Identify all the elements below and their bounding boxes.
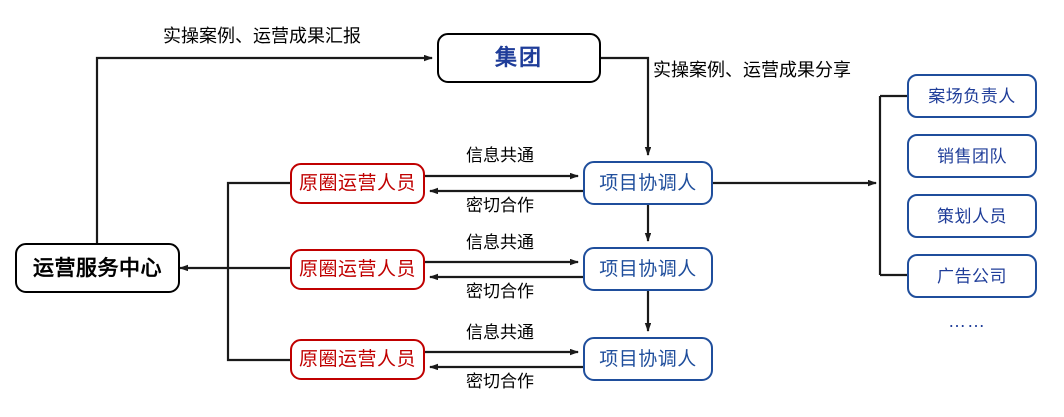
node-planning-staff[interactable]: 策划人员 <box>907 194 1037 238</box>
edge-label-info-share-3: 信息共通 <box>466 323 534 342</box>
node-ops-staff-3-label: 原圈运营人员 <box>298 349 416 370</box>
edge-label-close-coop-2: 密切合作 <box>466 282 534 301</box>
node-site-manager-label: 案场负责人 <box>928 86 1016 106</box>
edge-label-info-share-1: 信息共通 <box>466 146 534 165</box>
edge-label-share-down: 实操案例、运营成果分享 <box>653 60 851 80</box>
node-sales-team[interactable]: 销售团队 <box>907 134 1037 178</box>
edge-service-center-to-group <box>95 54 433 243</box>
node-coordinator-1[interactable]: 项目协调人 <box>583 161 713 205</box>
edge-label-close-coop-1: 密切合作 <box>466 196 534 215</box>
node-service-center[interactable]: 运营服务中心 <box>15 243 180 293</box>
node-coordinator-1-label: 项目协调人 <box>599 172 697 194</box>
node-coordinator-2-label: 项目协调人 <box>599 258 697 280</box>
node-ops-staff-3[interactable]: 原圈运营人员 <box>290 339 425 380</box>
node-group[interactable]: 集团 <box>437 33 601 83</box>
node-ops-staff-1-label: 原圈运营人员 <box>298 173 416 194</box>
node-ops-staff-2-label: 原圈运营人员 <box>298 259 416 280</box>
edge-group-to-coordinator-1 <box>601 56 652 156</box>
node-site-manager[interactable]: 案场负责人 <box>907 74 1037 118</box>
node-coordinator-3-label: 项目协调人 <box>599 348 697 370</box>
node-ad-agency-label: 广告公司 <box>937 266 1007 286</box>
edge-label-info-share-2: 信息共通 <box>466 233 534 252</box>
leaf-list-ellipsis: …… <box>948 311 986 331</box>
node-ad-agency[interactable]: 广告公司 <box>907 254 1037 298</box>
node-coordinator-3[interactable]: 项目协调人 <box>583 337 713 381</box>
node-service-center-label: 运营服务中心 <box>33 256 162 280</box>
node-ops-staff-2[interactable]: 原圈运营人员 <box>290 249 425 290</box>
edge-label-report-up: 实操案例、运营成果汇报 <box>163 26 361 46</box>
edge-coordinator-1-to-leaf-bracket <box>713 94 907 277</box>
node-sales-team-label: 销售团队 <box>937 146 1007 166</box>
edge-ops-bracket-to-service-center <box>179 181 290 362</box>
node-group-label: 集团 <box>494 45 543 70</box>
edge-label-close-coop-3: 密切合作 <box>466 372 534 391</box>
node-ops-staff-1[interactable]: 原圈运营人员 <box>290 163 425 204</box>
node-planning-staff-label: 策划人员 <box>937 206 1007 226</box>
node-coordinator-2[interactable]: 项目协调人 <box>583 247 713 291</box>
